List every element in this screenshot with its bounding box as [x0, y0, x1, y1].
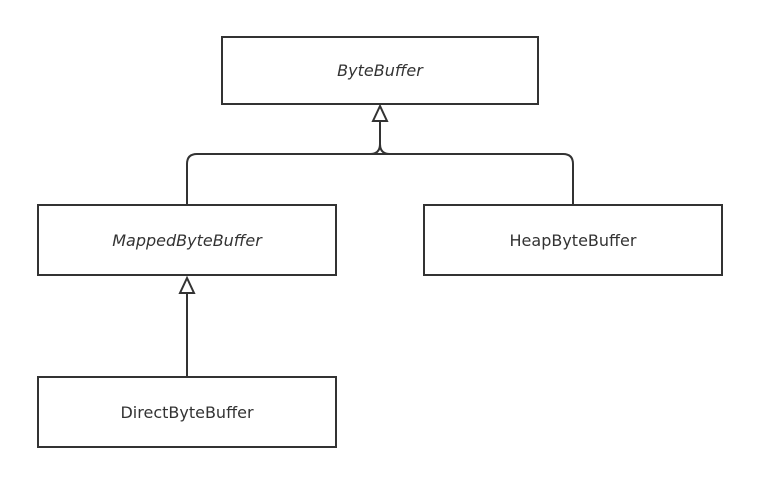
edge-heap-to-bytebuffer [380, 153, 574, 204]
class-name-heapbytebuffer: HeapByteBuffer [509, 230, 637, 250]
inheritance-arrowhead-mapped [178, 275, 196, 294]
class-node-directbytebuffer: DirectByteBuffer [37, 376, 337, 448]
edge-trunk-to-bytebuffer [369, 121, 391, 155]
class-node-heapbytebuffer: HeapByteBuffer [423, 204, 723, 276]
inheritance-arrowhead-bytebuffer [371, 103, 389, 122]
class-node-mappedbytebuffer: MappedByteBuffer [37, 204, 337, 276]
class-node-bytebuffer: ByteBuffer [221, 36, 539, 105]
class-name-mappedbytebuffer: MappedByteBuffer [112, 230, 262, 250]
edge-mapped-to-bytebuffer [186, 153, 380, 204]
class-name-bytebuffer: ByteBuffer [337, 61, 423, 80]
class-name-directbytebuffer: DirectByteBuffer [120, 402, 254, 422]
